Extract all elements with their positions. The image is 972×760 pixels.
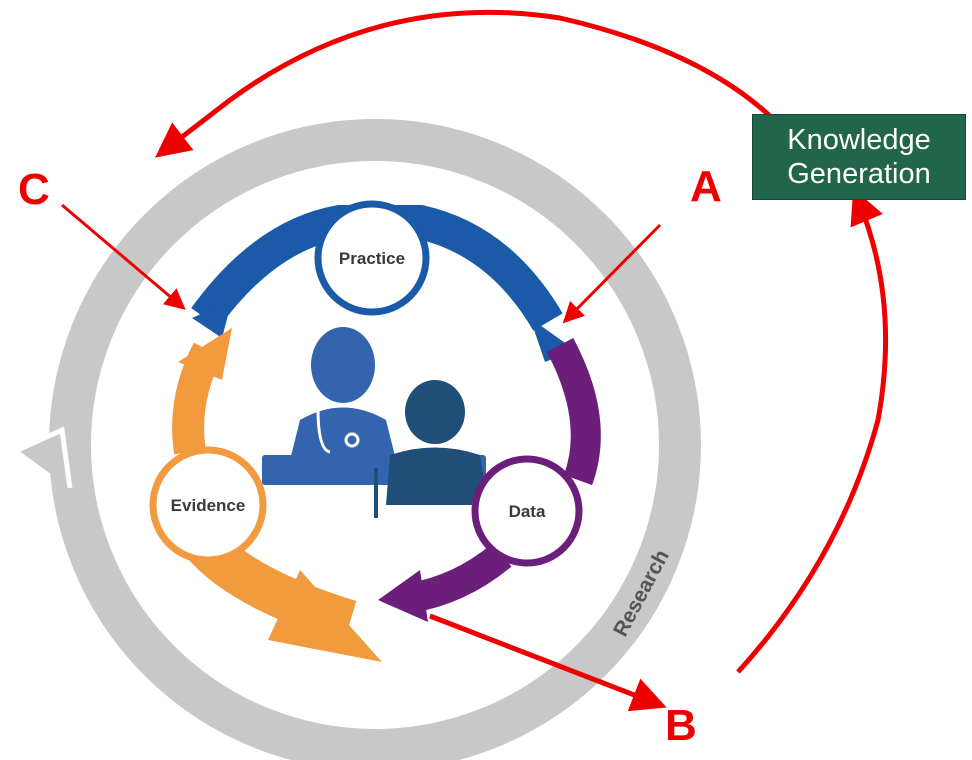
knowledge-generation-box: Knowledge Generation [752, 114, 966, 200]
clinician-patient-illustration [262, 327, 488, 518]
knowledge-to-cycle-arrow [155, 9, 774, 158]
clinician-head [311, 327, 375, 403]
knowledge-generation-line1: Knowledge [787, 124, 931, 156]
callout-c-label: C [18, 165, 50, 214]
practice-circle [314, 200, 430, 316]
outer-ring-notch-bottom [365, 595, 433, 704]
node-practice: Practice [314, 200, 430, 316]
stethoscope-bell-icon [344, 432, 360, 448]
data-arc-upper [546, 337, 601, 486]
practice-label: Practice [339, 249, 405, 268]
stethoscope-icon [316, 407, 331, 454]
patient-head [405, 380, 465, 444]
callout-b-arrow [429, 613, 667, 712]
data-circle [471, 455, 583, 567]
patient-body [386, 447, 488, 505]
node-data: Data [471, 455, 583, 567]
evidence-circle [149, 446, 267, 564]
outer-ring-notch-left [37, 246, 93, 284]
outer-ring-track [49, 119, 701, 760]
evidence-arrow-body [268, 570, 382, 662]
callout-a-label: A [690, 162, 722, 211]
practice-tail [192, 300, 232, 338]
data-arc-lower [407, 543, 512, 613]
callout-b-label: B [665, 701, 697, 750]
callout-c-arrow [61, 203, 186, 310]
inner-cycle [172, 205, 601, 662]
research-to-knowledge-arrow [736, 188, 888, 674]
node-evidence: Evidence [149, 446, 267, 564]
clinician-body [290, 407, 396, 460]
evidence-label: Evidence [171, 496, 246, 515]
callout-a-arrow [562, 223, 662, 324]
knowledge-generation-line2: Generation [787, 158, 931, 190]
evidence-arrowhead [178, 328, 232, 380]
annotations: A B C [18, 9, 888, 750]
outer-ring-arrowhead-left [16, 426, 73, 489]
data-label: Data [509, 502, 546, 521]
data-arrowhead [378, 570, 428, 622]
